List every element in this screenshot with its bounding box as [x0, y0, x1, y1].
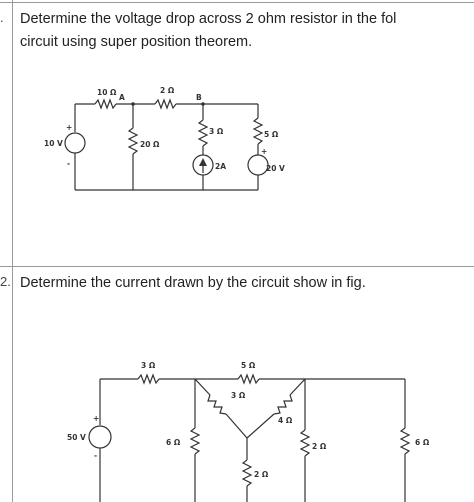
voltage-source-50v [88, 425, 112, 449]
question-2-line-1: Determine the current drawn by the circu… [20, 275, 366, 291]
label-50-v: 50 V [67, 433, 86, 442]
resistor-10-ohm [94, 98, 117, 110]
label-node-b: B [196, 93, 202, 102]
label-2-a: 2A [215, 162, 226, 171]
label-plus-2: + [261, 147, 267, 156]
resistor-6-ohm-left [189, 427, 201, 455]
label-3-ohm-top: 3 Ω [141, 361, 156, 370]
label-3-ohm-mid: 3 Ω [231, 391, 246, 400]
label-10-ohm: 10 Ω [97, 88, 117, 97]
table-column-divider [12, 0, 13, 502]
resistor-20-ohm [127, 127, 139, 155]
resistor-5-ohm [252, 117, 264, 145]
label-3-ohm: 3 Ω [209, 127, 224, 136]
label-6-ohm-right: 6 Ω [415, 438, 430, 447]
label-20-v: 20 V [266, 164, 285, 173]
resistor-6-ohm-right [399, 427, 411, 455]
resistor-5-ohm-top [237, 373, 260, 385]
label-2-ohm: 2 Ω [160, 86, 175, 95]
label-minus-1: - [67, 159, 70, 168]
question-1-number: . [0, 10, 4, 25]
label-4-ohm: 4 Ω [278, 416, 293, 425]
circuit-diagram-1: 10 Ω 2 Ω A B 20 Ω 3 Ω 5 Ω 10 V + - 2A 20… [44, 86, 285, 191]
resistor-2-ohm-bottom [241, 459, 253, 487]
question-1-line-1: Determine the voltage drop across 2 ohm … [20, 11, 397, 27]
resistor-3-ohm-mid [207, 394, 227, 415]
label-5-ohm: 5 Ω [264, 130, 279, 139]
label-minus-3: - [94, 451, 97, 460]
node-b-dot [201, 102, 205, 106]
label-5-ohm-top: 5 Ω [241, 361, 256, 370]
node-a-dot [131, 102, 135, 106]
label-20-ohm: 20 Ω [140, 140, 160, 149]
label-plus-3: + [93, 414, 99, 423]
current-arrow-icon [199, 158, 207, 166]
question-2-number: 2. [0, 274, 11, 289]
resistor-3-ohm [197, 119, 209, 147]
resistor-4-ohm [273, 394, 293, 415]
label-10-v: 10 V [44, 139, 63, 148]
label-plus-1: + [66, 123, 72, 132]
label-6-ohm-left: 6 Ω [166, 438, 181, 447]
label-node-a: A [119, 93, 125, 102]
resistor-2-ohm [154, 98, 177, 110]
resistor-3-ohm-top [137, 373, 160, 385]
question-1-line-2: circuit using super position theorem. [20, 34, 253, 50]
label-2-ohm-right: 2 Ω [312, 442, 327, 451]
table-row-divider [0, 266, 474, 267]
table-top-border [0, 2, 474, 3]
resistor-2-ohm-right [299, 429, 311, 457]
label-2-ohm-bottom: 2 Ω [254, 470, 269, 479]
